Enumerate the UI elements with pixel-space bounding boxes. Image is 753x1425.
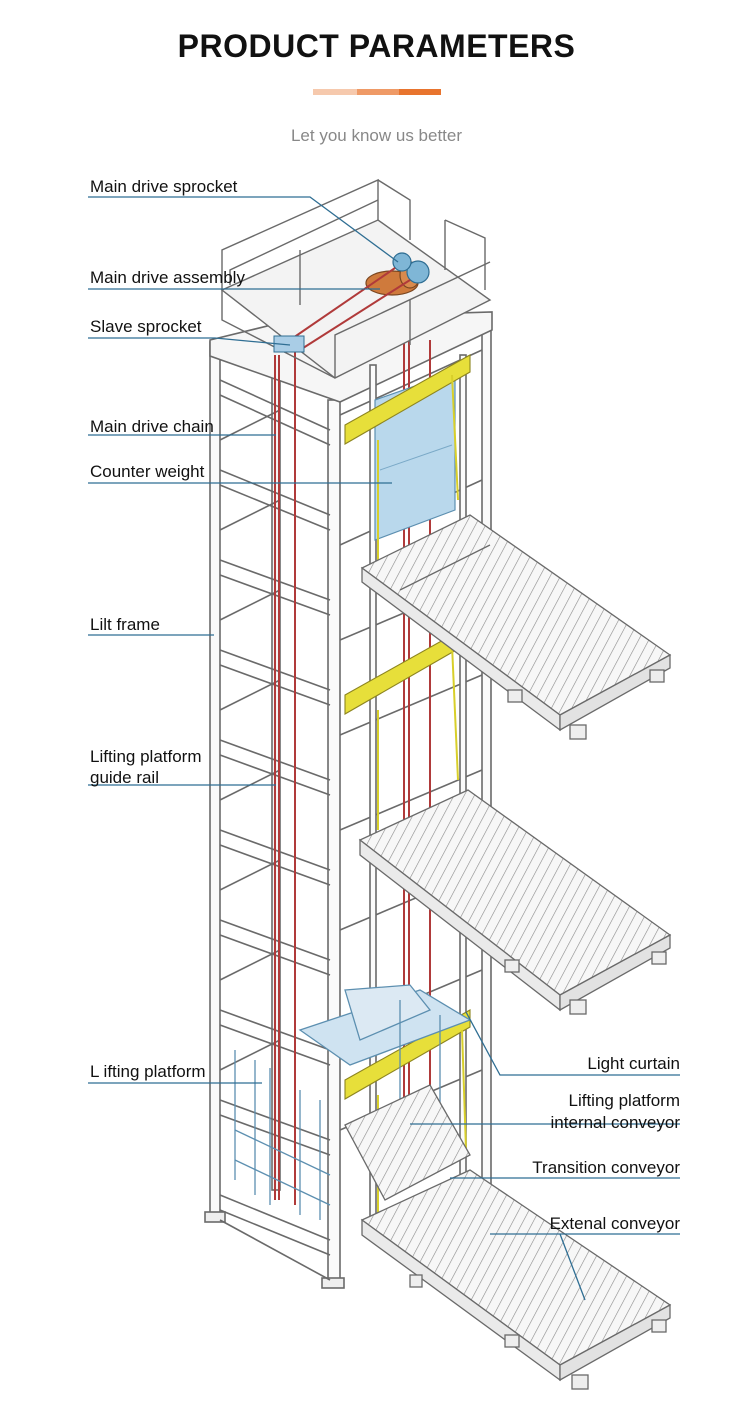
label-main-drive-assembly: Main drive assembly [90, 268, 245, 287]
leader-light-curtain [465, 1011, 680, 1076]
label-main-drive-sprocket: Main drive sprocket [90, 177, 238, 196]
conveyor-upper [360, 514, 672, 740]
label-light-curtain: Light curtain [587, 1054, 680, 1073]
main-sprocket-graphic [406, 260, 430, 284]
conveyor-lower [360, 1169, 672, 1390]
frame-post-front-left [209, 341, 221, 1221]
label-internal-conveyor-line1: Lifting platform [568, 1091, 681, 1110]
label-counter-weight: Counter weight [90, 462, 205, 481]
label-guide-rail-line2: guide rail [90, 768, 159, 787]
accent-segment-light [313, 89, 357, 95]
frame-foot-1 [204, 1211, 226, 1223]
frame-base-beam [219, 1219, 331, 1281]
label-extenal-conveyor: Extenal conveyor [549, 1214, 680, 1233]
conveyor-internal [344, 1084, 471, 1201]
label-slave-sprocket: Slave sprocket [90, 317, 202, 336]
frame-post-back-right [481, 317, 492, 1199]
page-title: PRODUCT PARAMETERS [177, 28, 576, 64]
leader-main-drive-sprocket [88, 196, 399, 263]
label-main-drive-chain: Main drive chain [90, 417, 214, 436]
frame-foot-2 [321, 1277, 345, 1289]
accent-segment-dark [399, 89, 441, 95]
title-accent-bar [313, 89, 441, 95]
frame-post-front-mid [327, 399, 341, 1286]
label-guide-rail-line1: Lifting platform [90, 747, 202, 766]
leader-slave-sprocket [88, 337, 291, 346]
label-lilt-frame: Lilt frame [90, 615, 160, 634]
label-lifting-platform: L ifting platform [90, 1062, 206, 1081]
sprocket-front-graphic [392, 252, 412, 272]
label-transition-conveyor: Transition conveyor [532, 1158, 680, 1177]
accent-segment-mid [357, 89, 399, 95]
page-subtitle: Let you know us better [290, 126, 463, 145]
label-internal-conveyor-line2: internal conveyor [550, 1113, 680, 1132]
leader-lines [88, 196, 680, 1301]
conveyor-middle [358, 789, 672, 1015]
